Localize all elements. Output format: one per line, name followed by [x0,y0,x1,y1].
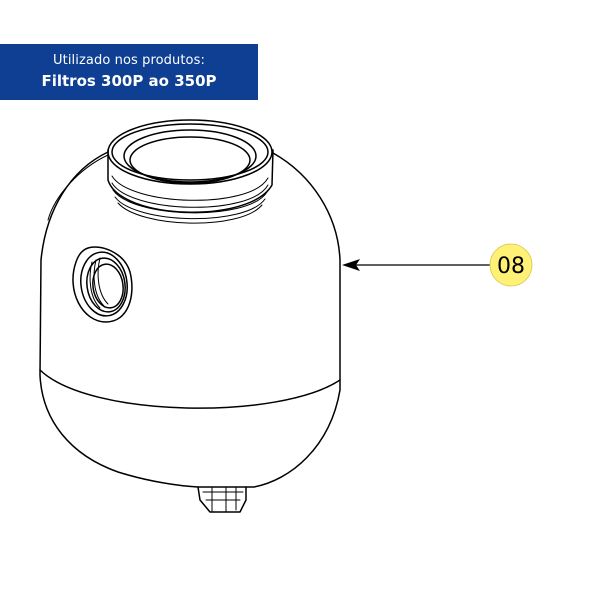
tank-side-port [72,246,133,323]
tank-drain-fitting [197,486,247,513]
tank-shoulder-line [47,154,109,221]
product-banner: Utilizado nos produtos: Filtros 300P ao … [0,44,258,100]
callout-badge: 08 [489,243,533,287]
callout-number: 08 [497,254,525,279]
banner-caption: Utilizado nos produtos: [53,53,205,68]
tank-neck [107,119,274,224]
tank-body [39,151,341,488]
banner-products: Filtros 300P ao 350P [41,72,217,90]
callout-leader [342,259,490,271]
tank-waist-band [39,369,341,409]
